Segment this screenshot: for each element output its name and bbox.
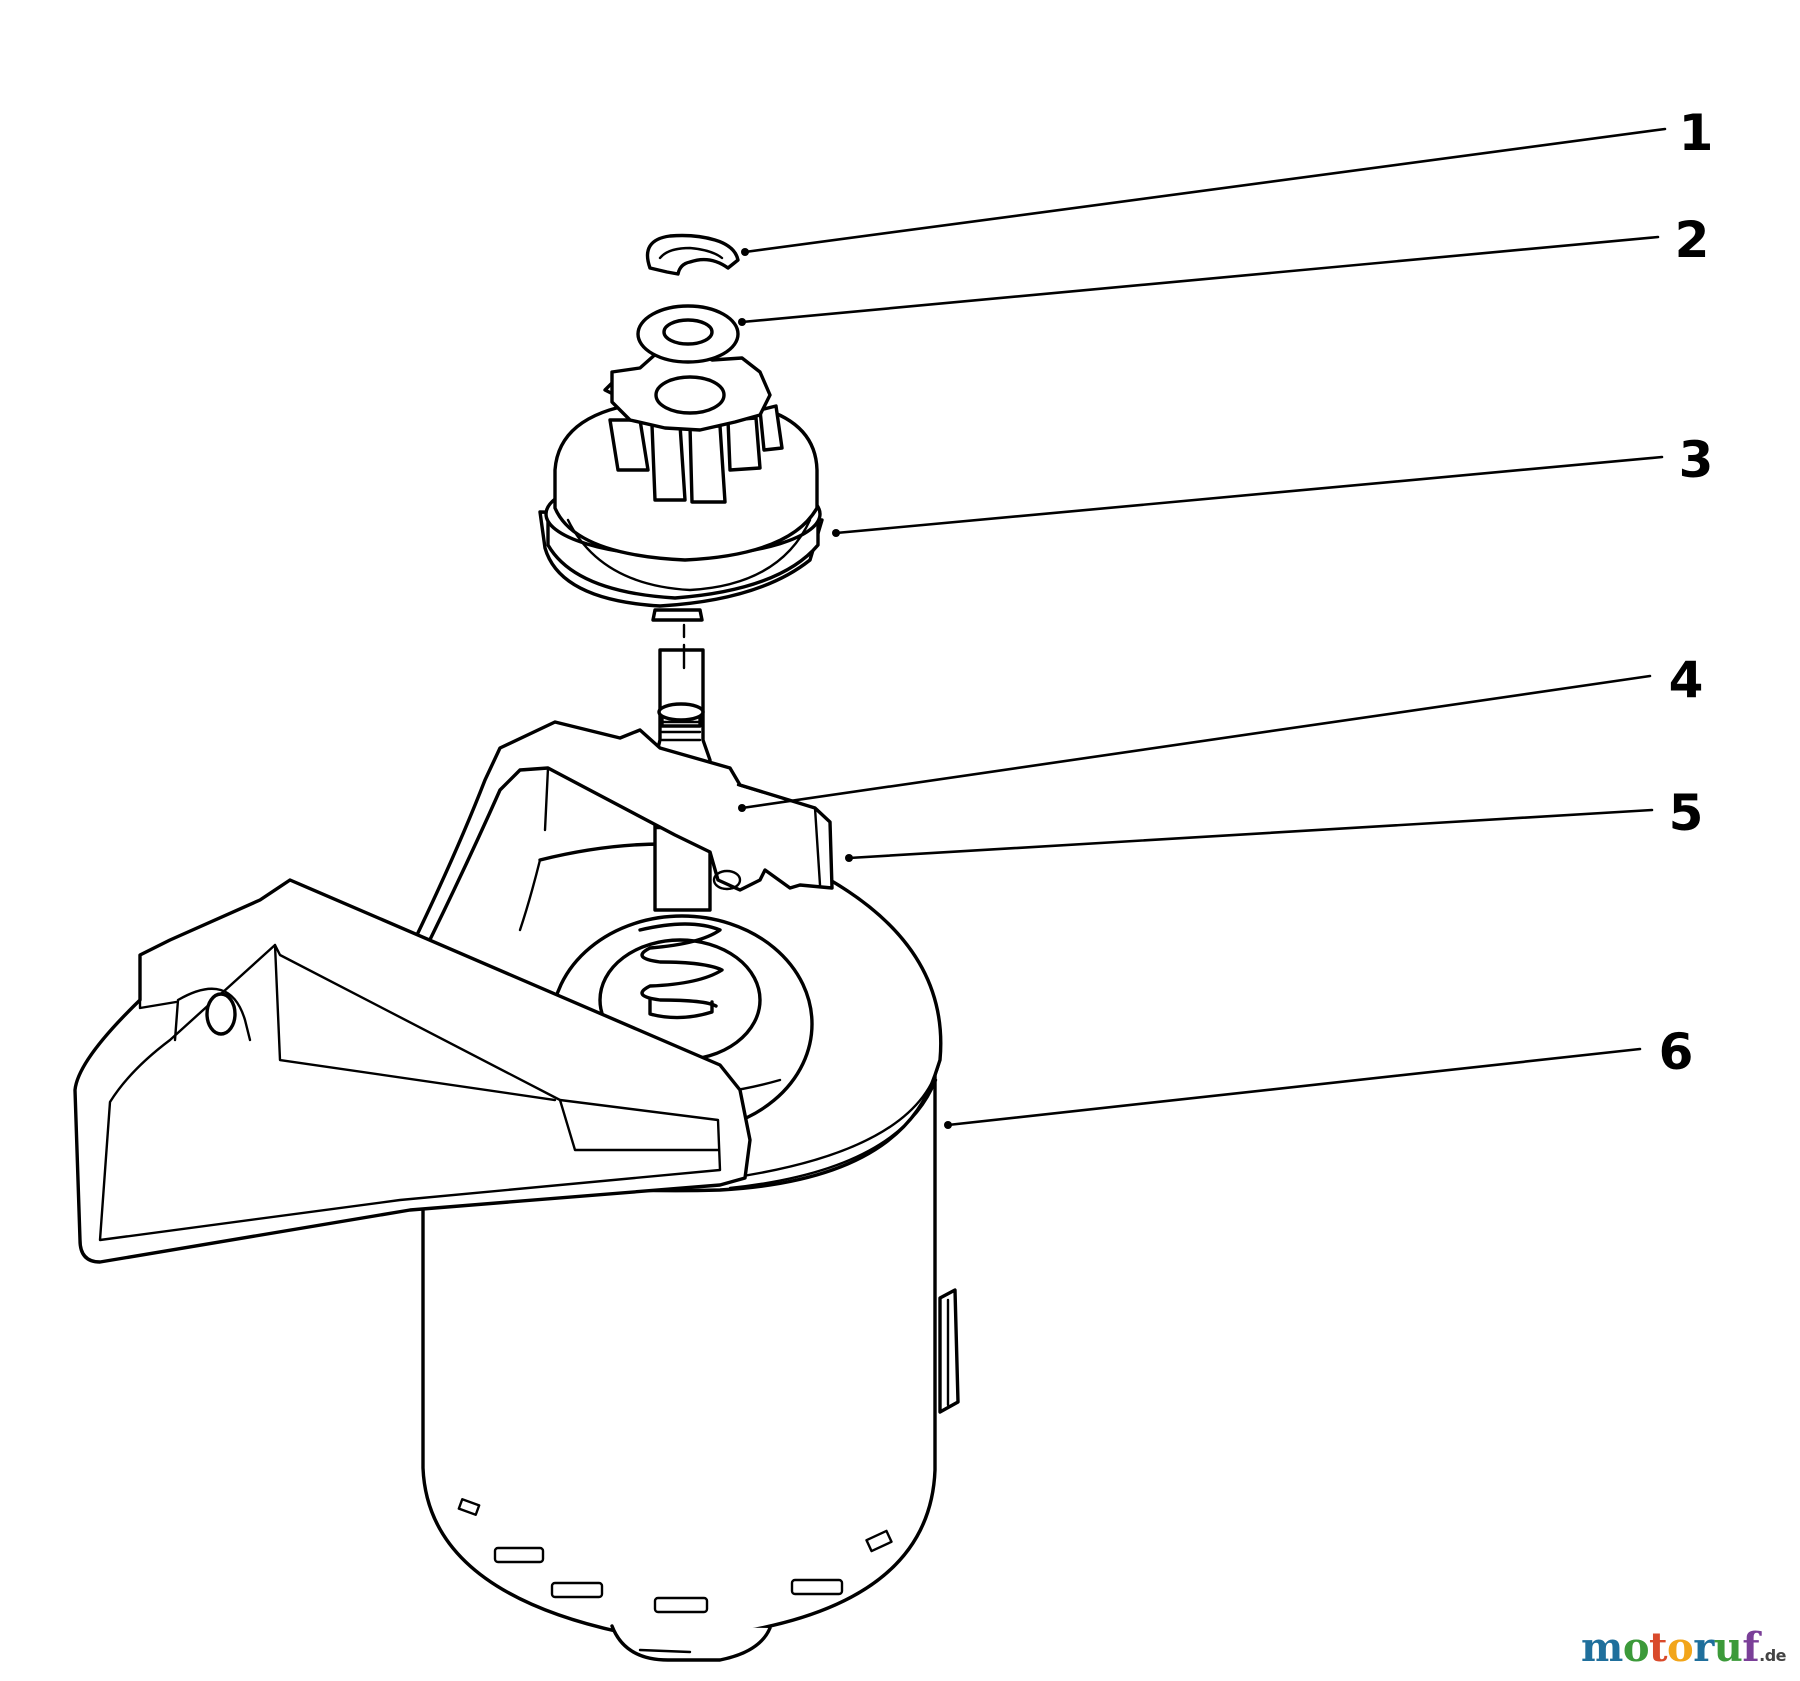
leader-6 — [946, 1047, 1642, 1127]
callout-numbers: 1 2 3 4 5 6 — [1659, 104, 1714, 1081]
drive-pinion-gear — [538, 348, 824, 622]
leader-2 — [740, 235, 1660, 324]
leader-3 — [834, 455, 1664, 535]
mounting-bracket — [73, 720, 834, 1264]
callout-1: 1 — [1679, 104, 1714, 162]
callout-5: 5 — [1669, 784, 1704, 842]
leader-4 — [740, 674, 1652, 810]
callout-3: 3 — [1679, 431, 1714, 489]
callout-6: 6 — [1659, 1023, 1694, 1081]
callout-4: 4 — [1669, 651, 1704, 709]
watermark-logo: motoruf.de — [1581, 1624, 1786, 1671]
leader-5 — [847, 808, 1654, 860]
leader-lines — [738, 127, 1667, 1129]
retaining-ring — [645, 233, 740, 276]
leader-1 — [743, 127, 1667, 254]
washer — [636, 304, 740, 364]
callout-2: 2 — [1675, 211, 1710, 269]
